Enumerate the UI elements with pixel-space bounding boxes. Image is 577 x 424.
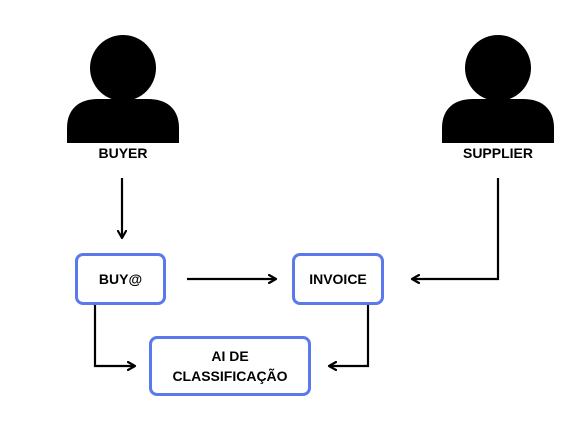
invoice-node: INVOICE xyxy=(292,253,384,305)
buy-node-label: BUY@ xyxy=(98,271,143,287)
arrow-invoice-to-ai xyxy=(329,305,370,366)
ai-node-label-line2: CLASSIFICAÇÃO xyxy=(172,368,288,384)
ai-classification-node: AI DE CLASSIFICAÇÃO xyxy=(149,336,311,396)
invoice-node-label: INVOICE xyxy=(309,271,367,287)
arrow-buy-to-ai xyxy=(93,305,135,366)
buyer-person-icon xyxy=(67,35,179,143)
supplier-person-icon xyxy=(442,35,554,143)
arrow-supplier-to-invoice xyxy=(412,178,500,279)
ai-node-label-line1: AI DE xyxy=(211,348,249,364)
buy-node: BUY@ xyxy=(75,253,166,305)
supplier-label: SUPPLIER xyxy=(462,145,533,161)
buyer-label: BUYER xyxy=(98,145,148,161)
